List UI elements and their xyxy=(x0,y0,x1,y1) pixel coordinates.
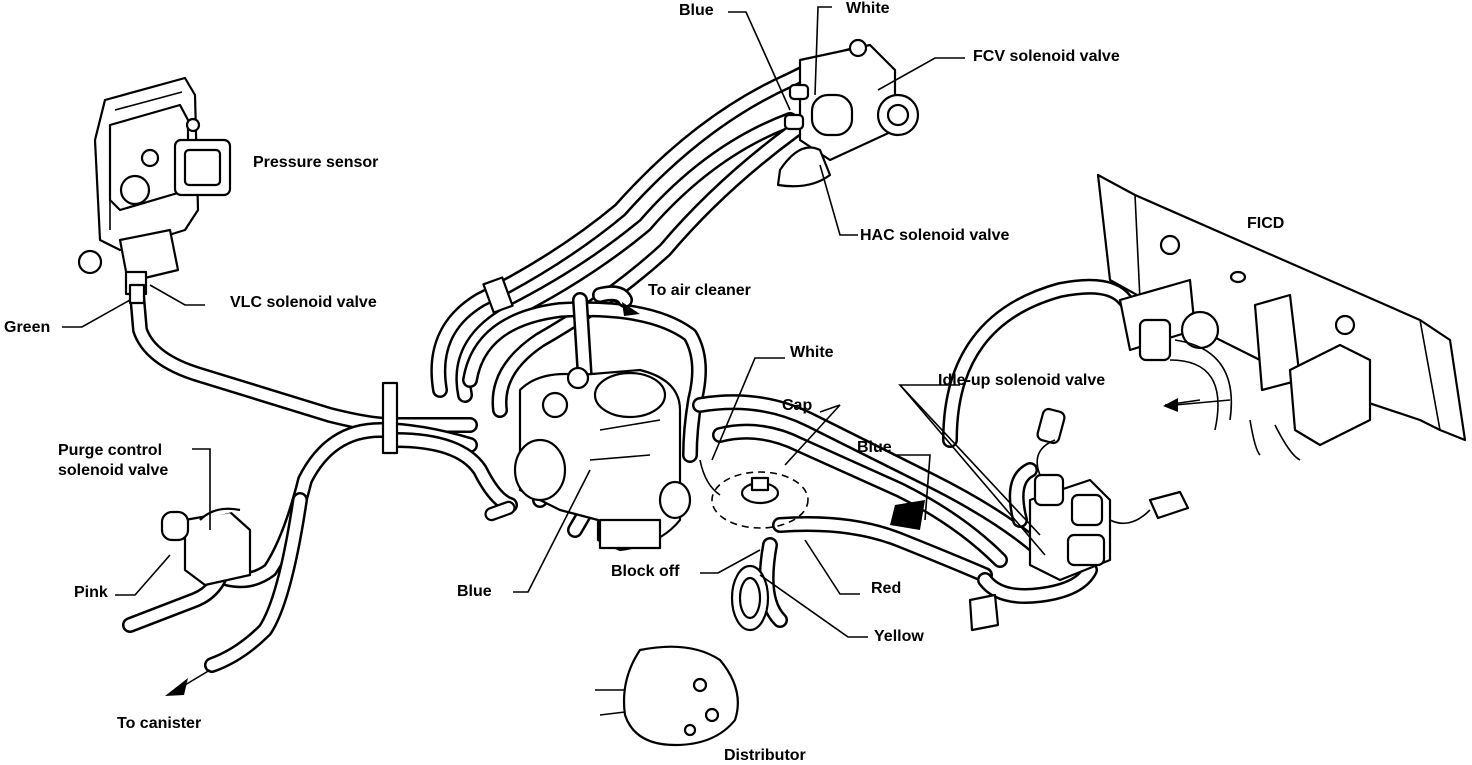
vacuum-diaphragm xyxy=(730,564,770,632)
label-hac-solenoid-valve: HAC solenoid valve xyxy=(860,227,1010,244)
label-block-off: Block off xyxy=(611,563,680,580)
label-to-canister: To canister xyxy=(117,715,202,732)
ficd-arrow-icon xyxy=(1163,398,1178,412)
label-yellow: Yellow xyxy=(874,628,924,645)
pressure-sensor xyxy=(77,76,232,296)
idle-up-solenoid-valve xyxy=(968,407,1190,632)
label-blue-top: Blue xyxy=(679,2,714,19)
label-white-top: White xyxy=(846,0,890,17)
label-purge-control-line2: solenoid valve xyxy=(58,462,169,479)
label-white-mid: White xyxy=(790,344,834,361)
to-air-cleaner-arrow-icon xyxy=(622,302,640,316)
to-canister-arrow-icon xyxy=(165,678,188,696)
label-fcv-solenoid-valve: FCV solenoid valve xyxy=(973,48,1120,65)
fcv-hac-solenoid-valves xyxy=(776,38,920,188)
throttle-body xyxy=(484,366,692,552)
ficd-bracket xyxy=(1096,173,1467,461)
label-to-air-cleaner: To air cleaner xyxy=(648,282,751,299)
label-ficd: FICD xyxy=(1247,215,1285,232)
label-purge-control-line1: Purge control xyxy=(58,442,163,459)
label-cap: Cap xyxy=(782,397,813,414)
label-blue-bottom: Blue xyxy=(457,583,492,600)
label-idle-up-solenoid-valve: Idle-up solenoid valve xyxy=(938,372,1106,389)
label-blue-right: Blue xyxy=(857,439,892,456)
label-pressure-sensor: Pressure sensor xyxy=(253,154,379,171)
hose-clamps xyxy=(128,276,925,530)
label-green: Green xyxy=(4,319,51,336)
purge-control-solenoid-valve xyxy=(160,507,252,587)
label-pink: Pink xyxy=(74,584,108,601)
label-red: Red xyxy=(871,580,902,597)
flow-arrows xyxy=(165,299,1231,696)
cap-fitting xyxy=(699,459,809,529)
label-distributor: Distributor xyxy=(724,747,806,764)
leader-lines xyxy=(62,6,1046,638)
label-vlc-solenoid-valve: VLC solenoid valve xyxy=(230,294,377,311)
distributor-cap xyxy=(595,645,739,747)
